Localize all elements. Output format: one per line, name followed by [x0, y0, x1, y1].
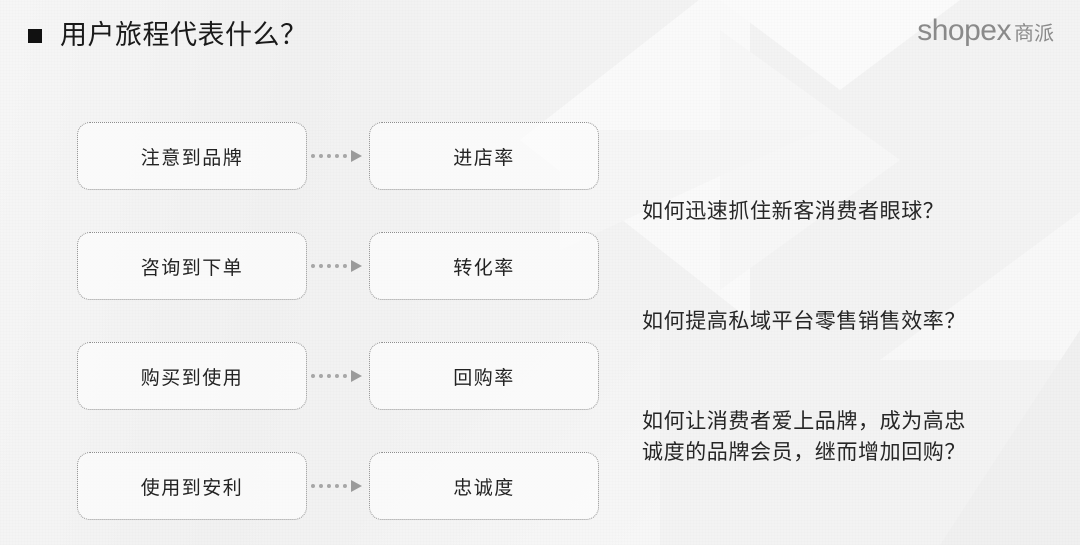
arrow-line: [311, 154, 355, 158]
brand-logo-chinese: 商派: [1014, 23, 1054, 45]
arrow-head: [351, 370, 362, 382]
arrow-line: [311, 484, 355, 488]
stage-label: 使用到安利: [140, 477, 244, 499]
dotted-arrow-right-icon: [308, 150, 368, 162]
metric-box[interactable]: 回购率: [369, 342, 599, 410]
stage-box[interactable]: 注意到品牌: [77, 122, 307, 190]
stage-box[interactable]: 咨询到下单: [77, 232, 307, 300]
metric-label: 回购率: [453, 367, 515, 389]
stage-label: 注意到品牌: [140, 147, 244, 169]
metric-box[interactable]: 忠诚度: [369, 452, 599, 520]
dotted-arrow-right-icon: [308, 260, 368, 272]
brand-logo: shopex 商派: [917, 16, 1054, 46]
stage-label: 购买到使用: [140, 367, 244, 389]
background-polygon-d: [560, 130, 820, 250]
arrow-head: [351, 480, 362, 492]
stage-box[interactable]: 购买到使用: [77, 342, 307, 410]
question-item: 如何让消费者爱上品牌，成为高忠诚度的品牌会员，继而增加回购？: [642, 410, 966, 464]
question-item: 如何迅速抓住新客消费者眼球？: [642, 200, 945, 223]
stage-box[interactable]: 使用到安利: [77, 452, 307, 520]
background-polygon-c: [720, 30, 900, 290]
black-square-bullet-icon: [28, 28, 42, 43]
page-title: 用户旅程代表什么？: [60, 20, 308, 50]
arrow-line: [311, 264, 355, 268]
flow-row: 咨询到下单 转化率: [77, 232, 599, 300]
arrow-line: [311, 374, 355, 378]
dotted-arrow-right-icon: [308, 370, 368, 382]
flow-row: 使用到安利 忠诚度: [77, 452, 599, 520]
dotted-arrow-right-icon: [308, 480, 368, 492]
metric-label: 转化率: [453, 257, 515, 279]
metric-box[interactable]: 进店率: [369, 122, 599, 190]
flow-row: 注意到品牌 进店率: [77, 122, 599, 190]
question-item: 如何提高私域平台零售销售效率？: [642, 310, 966, 333]
metric-box[interactable]: 转化率: [369, 232, 599, 300]
stage-label: 咨询到下单: [140, 257, 244, 279]
brand-logo-wordmark: shopex: [917, 14, 1011, 47]
slide-header: 用户旅程代表什么？: [28, 22, 308, 49]
journey-flow-diagram: 注意到品牌 进店率 咨询到下单 转化率 购买到使用: [77, 122, 599, 520]
metric-label: 进店率: [453, 147, 515, 169]
arrow-head: [351, 150, 362, 162]
metric-label: 忠诚度: [453, 477, 515, 499]
arrow-head: [351, 260, 362, 272]
flow-row: 购买到使用 回购率: [77, 342, 599, 410]
